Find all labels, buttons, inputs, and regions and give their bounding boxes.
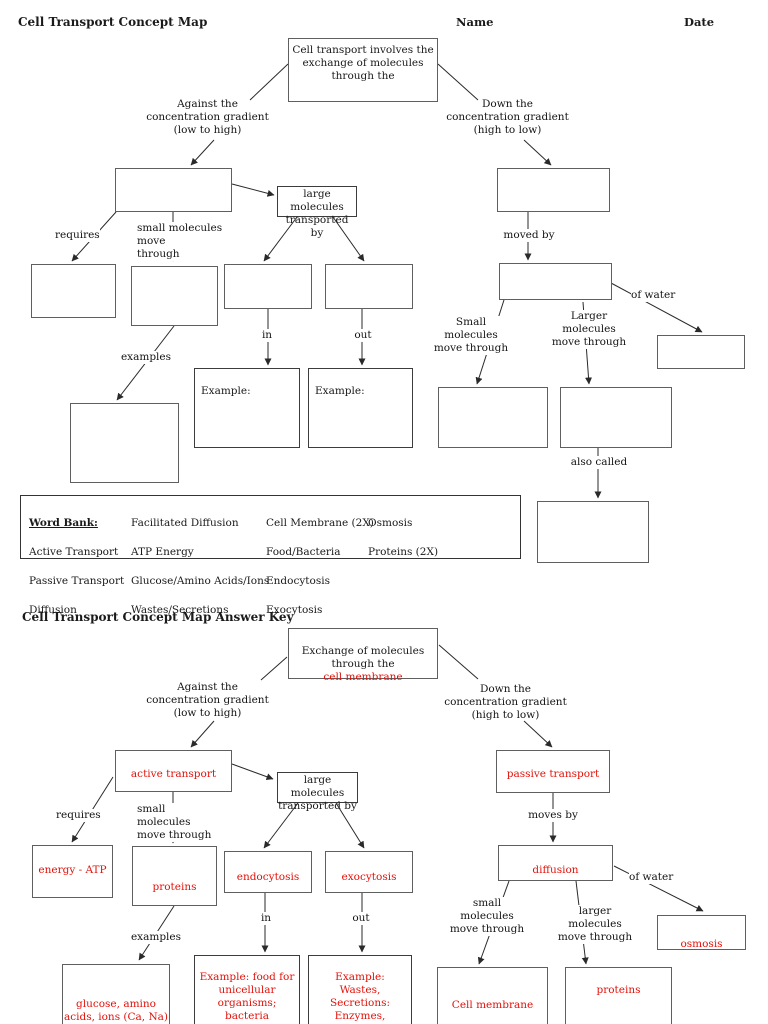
larger-molecules-right-label: Larger molecules move through <box>547 310 631 349</box>
moves-by-label-key: moves by <box>520 809 586 822</box>
word-bank-item: Glucose/Amino Acids/Ions <box>131 574 270 587</box>
examples-label: examples <box>119 351 173 364</box>
word-bank-item: Cell Membrane (2X) <box>266 516 374 529</box>
word-bank-col4: Osmosis Proteins (2X) <box>368 501 438 559</box>
name-label: Name <box>456 15 494 29</box>
exocytosis-blank-box <box>325 264 413 309</box>
passive-transport-answer: passive transport <box>506 768 600 780</box>
word-bank-item: Wastes/Secretions <box>131 603 229 616</box>
moved-by-label: moved by <box>498 229 560 242</box>
in-label: in <box>255 329 279 342</box>
proteins-blank-box <box>131 266 218 326</box>
endocytosis-blank-box <box>224 264 312 309</box>
passive-transport-answer-box: passive transport <box>496 750 610 793</box>
endocytosis-answer-box: endocytosis <box>224 851 312 893</box>
against-gradient-label: Against the concentration gradient (low … <box>146 98 269 136</box>
out-label: out <box>349 329 377 342</box>
exocytosis-answer-box: exocytosis <box>325 851 413 893</box>
energy-blank-box <box>31 264 116 318</box>
out-label-key: out <box>347 912 375 925</box>
requires-label-key: requires <box>56 809 101 822</box>
page-title: Cell Transport Concept Map <box>18 15 208 29</box>
energy-answer-box: energy - ATP <box>32 845 113 898</box>
active-transport-answer-box: active transport <box>115 750 232 792</box>
example-out-prefix: Example: <box>315 385 365 397</box>
osmosis-answer-box: osmosis <box>657 915 746 950</box>
date-label: Date <box>684 15 715 29</box>
proteins-answer: proteins <box>152 881 197 893</box>
small-molecules-right-label: Small molecules move through <box>431 316 511 355</box>
endocytosis-answer: endocytosis <box>236 871 300 883</box>
small-molecules-label-key: small molecules move through <box>137 803 221 842</box>
small-molecules-label: small molecules move through <box>137 222 249 261</box>
energy-atp-answer: energy - ATP <box>38 864 107 876</box>
word-bank-item: Passive Transport <box>29 574 125 587</box>
cell-membrane-answer-box: Cell membrane <box>437 967 548 1024</box>
of-water-label-key: of water <box>629 871 674 884</box>
word-bank-col1: Word Bank: Active Transport Passive Tran… <box>29 501 124 617</box>
root-concept-box: Cell transport involves the exchange of … <box>288 38 438 102</box>
word-bank-box: Word Bank: Active Transport Passive Tran… <box>20 495 521 616</box>
word-bank-item: Endocytosis <box>266 574 330 587</box>
word-bank-item: Facilitated Diffusion <box>131 516 239 529</box>
large-molecules-connector-box: large molecules transported by <box>277 186 357 239</box>
glucose-answer: glucose, amino acids, ions (Ca, Na) <box>63 998 169 1023</box>
root-concept-box-key: Exchange of molecules through the cell m… <box>288 628 438 683</box>
larger-molecules-right-label-key: larger molecules move through <box>552 905 638 944</box>
example-in-prefix: Example: <box>201 385 251 397</box>
examples-blank-box <box>70 403 179 483</box>
small-molecules-right-label-key: small molecules move through <box>447 897 527 936</box>
examples-label-key: examples <box>129 931 183 944</box>
active-transport-answer: active transport <box>130 768 217 780</box>
example-out-answer: Example: Wastes, Secretions: Enzymes, Ho… <box>311 971 409 1024</box>
active-transport-blank-box <box>115 168 232 212</box>
root-key-red-answer: cell membrane <box>323 671 403 683</box>
answer-key-title: Cell Transport Concept Map Answer Key <box>22 610 294 624</box>
example-in-blank-box: Example: <box>194 368 300 448</box>
root-key-black-text: Exchange of molecules through the <box>301 645 425 670</box>
word-bank-item: Diffusion <box>29 603 77 616</box>
word-bank-col2: Facilitated Diffusion ATP Energy Glucose… <box>131 501 269 617</box>
passive-transport-blank-box <box>497 168 610 212</box>
also-called-label: also called <box>569 456 629 469</box>
osmosis-answer: osmosis <box>680 938 723 950</box>
of-water-label: of water <box>631 289 676 302</box>
down-gradient-label-key: Down the concentration gradient (high to… <box>444 683 567 721</box>
example-out-blank-box: Example: <box>308 368 413 448</box>
word-bank-col3: Cell Membrane (2X) Food/Bacteria Endocyt… <box>266 501 374 617</box>
proteins-answer-box: proteins <box>132 846 217 906</box>
example-out-answer-box: Example: Wastes, Secretions: Enzymes, Ho… <box>308 955 412 1024</box>
requires-label: requires <box>55 229 100 242</box>
also-called-blank-box <box>537 501 649 563</box>
proteins-right-blank-box <box>560 387 672 448</box>
word-bank-item: Food/Bacteria <box>266 545 341 558</box>
down-gradient-label: Down the concentration gradient (high to… <box>446 98 569 136</box>
proteins-bottom-answer-box: proteins <box>565 967 672 1024</box>
word-bank-item: Exocytosis <box>266 603 323 616</box>
in-label-key: in <box>255 912 277 925</box>
against-gradient-label-key: Against the concentration gradient (low … <box>146 681 269 719</box>
word-bank-item: Osmosis <box>368 516 413 529</box>
diffusion-blank-box <box>499 263 612 300</box>
diffusion-answer: diffusion <box>532 864 579 876</box>
glucose-answer-box: glucose, amino acids, ions (Ca, Na) <box>62 964 170 1024</box>
diffusion-answer-box: diffusion <box>498 845 613 881</box>
word-bank-item: Active Transport <box>29 545 119 558</box>
large-molecules-connector-box-key: large molecules transported by <box>277 772 358 812</box>
word-bank-heading: Word Bank: <box>29 516 98 529</box>
word-bank-item: Proteins (2X) <box>368 545 439 558</box>
example-in-answer: Example: food for unicellular organisms;… <box>199 971 295 1024</box>
osmosis-blank-box <box>657 335 745 369</box>
proteins-bottom-answer: proteins <box>596 984 641 996</box>
word-bank-item: ATP Energy <box>131 545 194 558</box>
cell-membrane-blank-box <box>438 387 548 448</box>
example-in-answer-box: Example: food for unicellular organisms;… <box>194 955 300 1024</box>
exocytosis-answer: exocytosis <box>341 871 397 883</box>
cell-membrane-answer: Cell membrane <box>451 999 534 1011</box>
